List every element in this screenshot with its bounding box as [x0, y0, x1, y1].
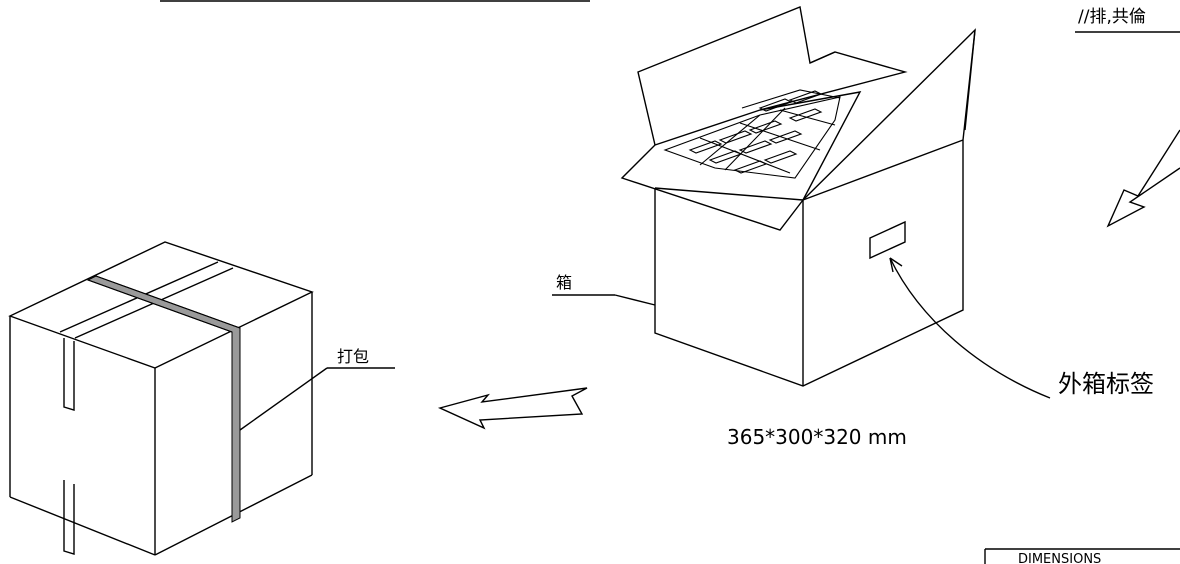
outer-label-callout: 外箱标签 [889, 257, 1154, 399]
diagonal-arrow-icon [1106, 129, 1180, 228]
strapping-callout: 打包 [239, 347, 395, 431]
dimensions-text: 365*300*320 mm [727, 425, 907, 449]
outer-label-rect [869, 220, 906, 260]
left-arrow-icon [437, 387, 588, 430]
box-callout: 箱 [552, 273, 656, 306]
dimensions-table: DIMENSIONS [984, 548, 1180, 564]
top-right-note: //排,共倫 [1075, 7, 1180, 33]
box-label: 箱 [556, 273, 572, 292]
dimensions-header: DIMENSIONS [1018, 552, 1101, 564]
outer-label-text: 外箱标签 [1058, 370, 1154, 398]
top-right-note-text: //排,共倫 [1078, 7, 1146, 27]
strapping-band [86, 275, 241, 523]
open-box-drawing [620, 6, 976, 387]
tray-contents [663, 89, 841, 179]
strapping-label: 打包 [337, 347, 369, 366]
closed-box-drawing [8, 241, 314, 556]
